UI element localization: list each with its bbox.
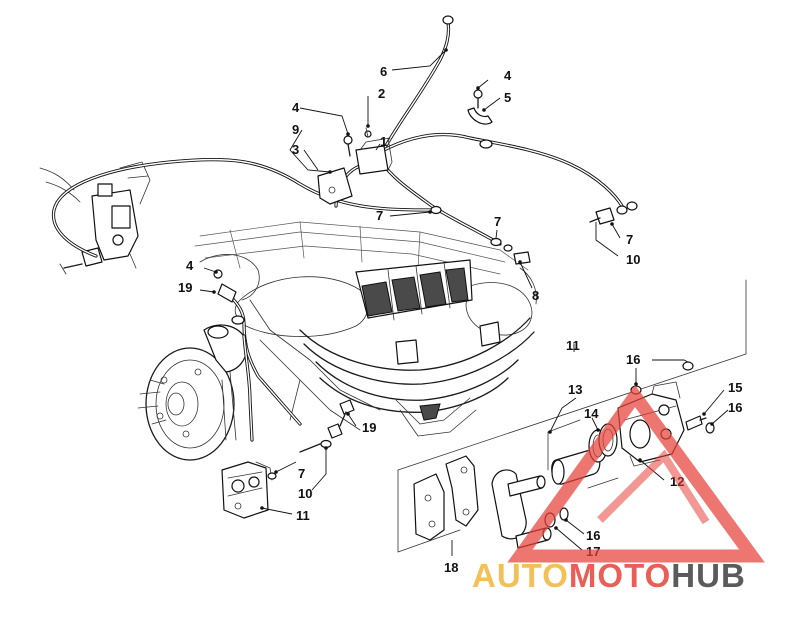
watermark-logo — [507, 384, 765, 563]
callout-9: 9 — [292, 122, 299, 137]
hose-fitting-top — [442, 15, 454, 25]
callout-14: 14 — [584, 406, 599, 421]
callout-18: 18 — [444, 560, 458, 575]
callout-11b: 11 — [566, 338, 580, 353]
callout-5: 5 — [504, 90, 511, 105]
center-fitting — [430, 205, 531, 265]
atv-front-body — [194, 221, 537, 437]
bolt-19b — [339, 399, 355, 427]
callout-8: 8 — [532, 288, 539, 303]
callout-16a: 16 — [626, 352, 640, 367]
callout-1: 1 — [380, 134, 387, 149]
callout-leaders — [199, 49, 729, 556]
mounting-bracket — [317, 167, 353, 205]
callout-6: 6 — [380, 64, 387, 79]
callout-10a: 10 — [626, 252, 640, 267]
callout-7d: 7 — [298, 466, 305, 481]
bolt-4a — [343, 135, 353, 157]
callout-4c: 4 — [186, 258, 194, 273]
callout-2: 2 — [378, 86, 385, 101]
watermark-auto: AUTO — [472, 557, 569, 594]
callout-3: 3 — [292, 142, 299, 157]
watermark-moto: MOTO — [568, 557, 672, 594]
callout-11a: 11 — [296, 508, 310, 523]
bleeder-15 — [685, 415, 707, 431]
callout-4a: 4 — [292, 100, 300, 115]
washer-16b — [559, 507, 569, 521]
fitting-10-left — [299, 423, 343, 453]
banjo-bolt-left — [213, 269, 245, 325]
left-caliper — [221, 461, 277, 519]
callout-19b: 19 — [362, 420, 376, 435]
callout-19a: 19 — [178, 280, 192, 295]
callout-labels: 1 2 3 4 4 4 5 6 7 7 7 7 8 9 10 10 11 11 … — [178, 64, 742, 575]
caliper-bracket-18 — [413, 455, 479, 541]
callout-7c: 7 — [626, 232, 633, 247]
callout-16c: 16 — [586, 528, 600, 543]
watermark-hub: HUB — [671, 557, 746, 594]
callout-4b: 4 — [504, 68, 512, 83]
leader-dots — [212, 48, 714, 530]
right-fitting — [589, 201, 638, 225]
callout-7b: 7 — [494, 214, 501, 229]
master-cylinder — [39, 161, 151, 275]
callout-15: 15 — [728, 380, 742, 395]
wheel-hub — [137, 324, 248, 461]
watermark-text: AUTOMOTOHUB — [472, 557, 746, 595]
callout-16b: 16 — [728, 400, 742, 415]
callout-13: 13 — [568, 382, 582, 397]
clamp — [467, 89, 493, 125]
junction-block — [355, 127, 393, 175]
callout-7a: 7 — [376, 208, 383, 223]
brake-lines — [51, 20, 624, 442]
callout-10b: 10 — [298, 486, 312, 501]
exploded-caliper-outline — [397, 279, 747, 553]
hose-coupler — [479, 139, 493, 149]
